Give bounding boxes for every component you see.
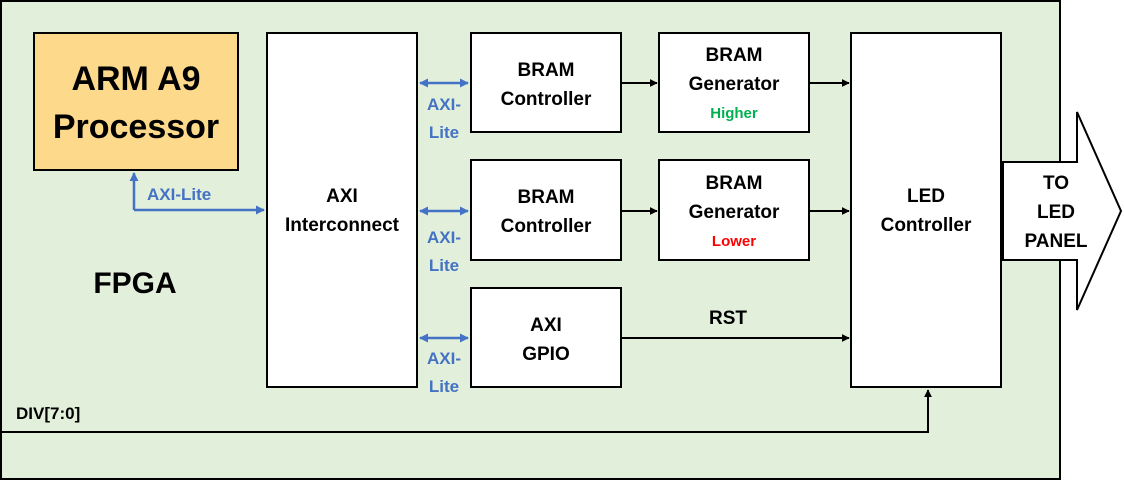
bram-generator-lower-line2: Generator	[689, 202, 780, 223]
interconnect-label-line1: AXI	[326, 186, 358, 207]
bram-generator-higher-line2: Generator	[689, 74, 780, 95]
led-controller-block: LED Controller	[850, 32, 1002, 388]
output-arrow-line2: LED	[1037, 202, 1075, 223]
bus-label-2-line2: Lite	[429, 256, 459, 275]
bram-generator-higher-block: BRAM Generator Higher	[658, 32, 810, 133]
axi-interconnect-block: AXI Interconnect	[266, 32, 418, 388]
bram-controller-1-block: BRAM Controller	[470, 32, 622, 133]
div-label: DIV[7:0]	[16, 404, 80, 423]
axi-gpio-block: AXI GPIO	[470, 287, 622, 388]
bram-generator-higher-tag: Higher	[710, 105, 758, 122]
led-controller-line1: LED	[907, 186, 945, 207]
processor-label-line2: Processor	[53, 108, 219, 146]
bram-controller-1-line1: BRAM	[518, 60, 575, 81]
processor-label-line1: ARM A9	[71, 60, 200, 98]
bus-label-3-line2: Lite	[429, 377, 459, 396]
interconnect-label-line2: Interconnect	[285, 215, 400, 236]
bus-label-1-line2: Lite	[429, 123, 459, 142]
output-arrow-line3: PANEL	[1025, 231, 1088, 252]
led-controller-line2: Controller	[881, 215, 972, 236]
bram-generator-lower-tag: Lower	[712, 233, 756, 250]
processor-bus-label: AXI-Lite	[147, 185, 211, 204]
bram-controller-2-line2: Controller	[501, 216, 592, 237]
bram-generator-lower-block: BRAM Generator Lower	[658, 159, 810, 261]
bram-generator-higher-line1: BRAM	[706, 45, 763, 66]
rst-label: RST	[709, 308, 747, 329]
gpio-label-line2: GPIO	[522, 344, 570, 365]
bram-controller-1-line2: Controller	[501, 89, 592, 110]
output-arrow-line1: TO	[1043, 173, 1069, 194]
arm-processor-block: ARM A9 Processor	[33, 32, 239, 171]
bram-generator-lower-line1: BRAM	[706, 173, 763, 194]
div-signal-line	[1, 389, 932, 433]
bram-controller-2-line1: BRAM	[518, 187, 575, 208]
gpio-label-line1: AXI	[530, 315, 562, 336]
bus-label-1-line1: AXI-	[427, 95, 461, 114]
led-panel-output-arrow: TO LED PANEL	[1002, 111, 1123, 311]
bus-label-3-line1: AXI-	[427, 349, 461, 368]
fpga-label: FPGA	[93, 267, 176, 300]
bram-controller-2-block: BRAM Controller	[470, 159, 622, 261]
bus-label-2-line1: AXI-	[427, 228, 461, 247]
